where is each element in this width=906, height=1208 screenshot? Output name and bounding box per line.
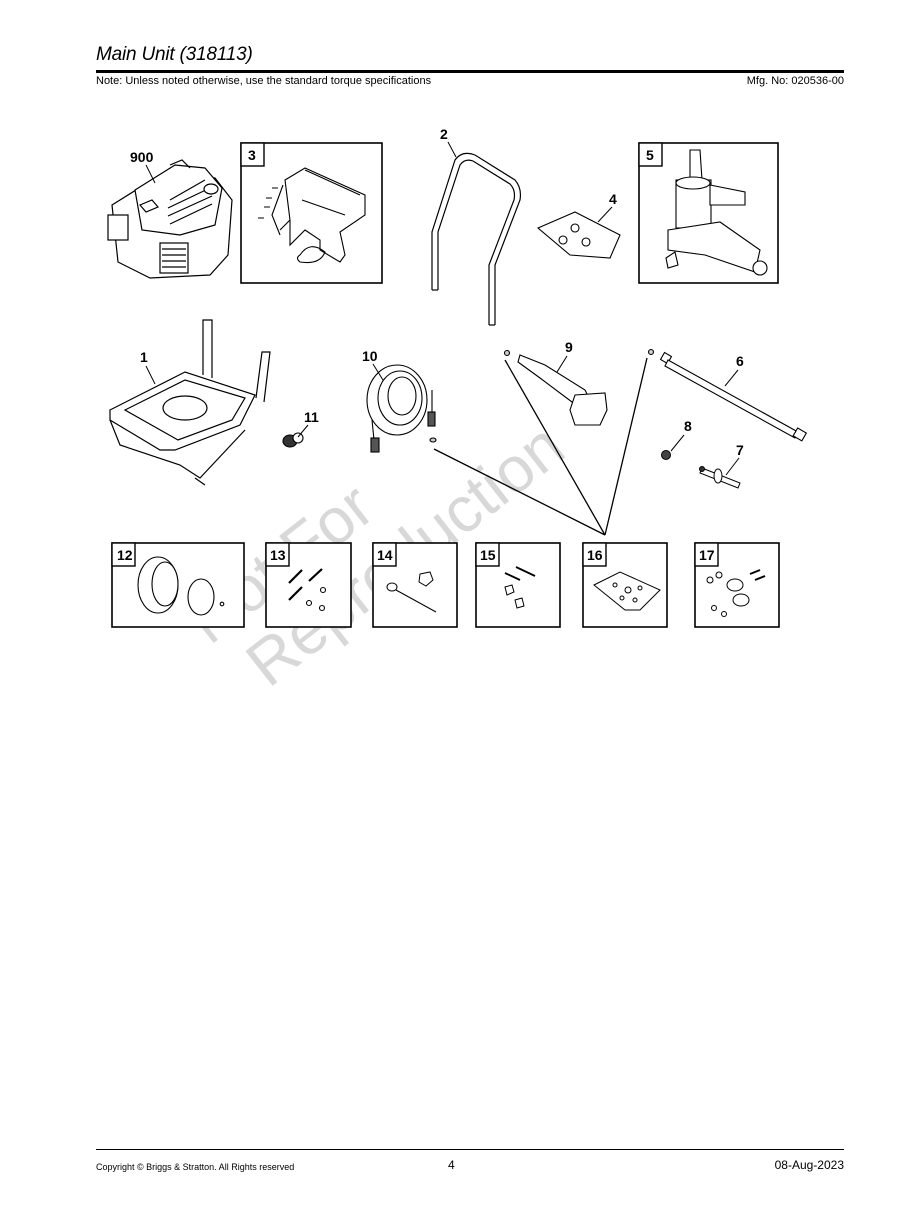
- callout-8: 8: [684, 418, 692, 434]
- box-label-14: 14: [377, 547, 393, 563]
- part-hose-icon[interactable]: [366, 364, 437, 453]
- part-nozzle-bag-icon[interactable]: [536, 211, 621, 259]
- callout-6: 6: [736, 353, 744, 369]
- box-label-17: 17: [699, 547, 715, 563]
- callout-2: 2: [440, 126, 448, 142]
- callout-900: 900: [130, 149, 154, 165]
- box-label-12: 12: [117, 547, 133, 563]
- part-spray-gun-icon[interactable]: [503, 349, 608, 426]
- knob-pin-icon: [386, 571, 437, 613]
- bolts-nuts-icon: [288, 568, 327, 612]
- exploded-parts-diagram: Not For Reproduction 900 3 2: [107, 126, 808, 700]
- bolt-knob-icon: [504, 566, 536, 609]
- pump-icon: [665, 149, 768, 276]
- seal-kit-icon: [593, 571, 661, 611]
- wheel-icon: [137, 556, 225, 616]
- box-label-13: 13: [270, 547, 286, 563]
- header-rule: [96, 70, 844, 73]
- leader-lines-to-16: [433, 357, 648, 536]
- part-box-3[interactable]: [240, 142, 383, 284]
- bracket-icon: [258, 167, 366, 264]
- part-axle-pin-icon[interactable]: [699, 466, 741, 489]
- footer-rule: [96, 1149, 844, 1150]
- part-engine-icon[interactable]: [107, 159, 233, 279]
- part-frame-icon[interactable]: [109, 319, 271, 486]
- part-box-17[interactable]: [694, 542, 780, 628]
- callout-4: 4: [609, 191, 617, 207]
- box-label-16: 16: [587, 547, 603, 563]
- box-label-3: 3: [248, 147, 256, 163]
- callout-11: 11: [304, 409, 319, 425]
- part-lance-icon[interactable]: [647, 348, 808, 442]
- part-box-15[interactable]: [475, 542, 561, 628]
- callout-7: 7: [736, 442, 744, 458]
- part-box-14[interactable]: [372, 542, 458, 628]
- page-title: Main Unit (318113): [96, 44, 253, 65]
- part-nut-icon[interactable]: [661, 450, 671, 460]
- box-label-15: 15: [480, 547, 496, 563]
- page-number: 4: [448, 1158, 455, 1172]
- vibration-mount-icon: [706, 569, 766, 617]
- part-box-12[interactable]: [111, 542, 245, 628]
- callout-10: 10: [362, 348, 378, 364]
- part-handle-icon[interactable]: [431, 152, 522, 326]
- callout-9: 9: [565, 339, 573, 355]
- document-date: 08-Aug-2023: [774, 1158, 844, 1172]
- part-box-16[interactable]: [582, 542, 668, 628]
- copyright-text: Copyright © Briggs & Stratton. All Right…: [96, 1162, 295, 1172]
- part-box-13[interactable]: [265, 542, 352, 628]
- box-label-5: 5: [646, 147, 654, 163]
- callout-1: 1: [140, 349, 148, 365]
- part-box-5[interactable]: [638, 142, 779, 284]
- torque-note: Note: Unless noted otherwise, use the st…: [96, 75, 432, 87]
- watermark: Not For Reproduction: [174, 409, 577, 700]
- part-fitting-icon[interactable]: [282, 432, 304, 448]
- mfg-number: Mfg. No: 020536-00: [746, 75, 844, 87]
